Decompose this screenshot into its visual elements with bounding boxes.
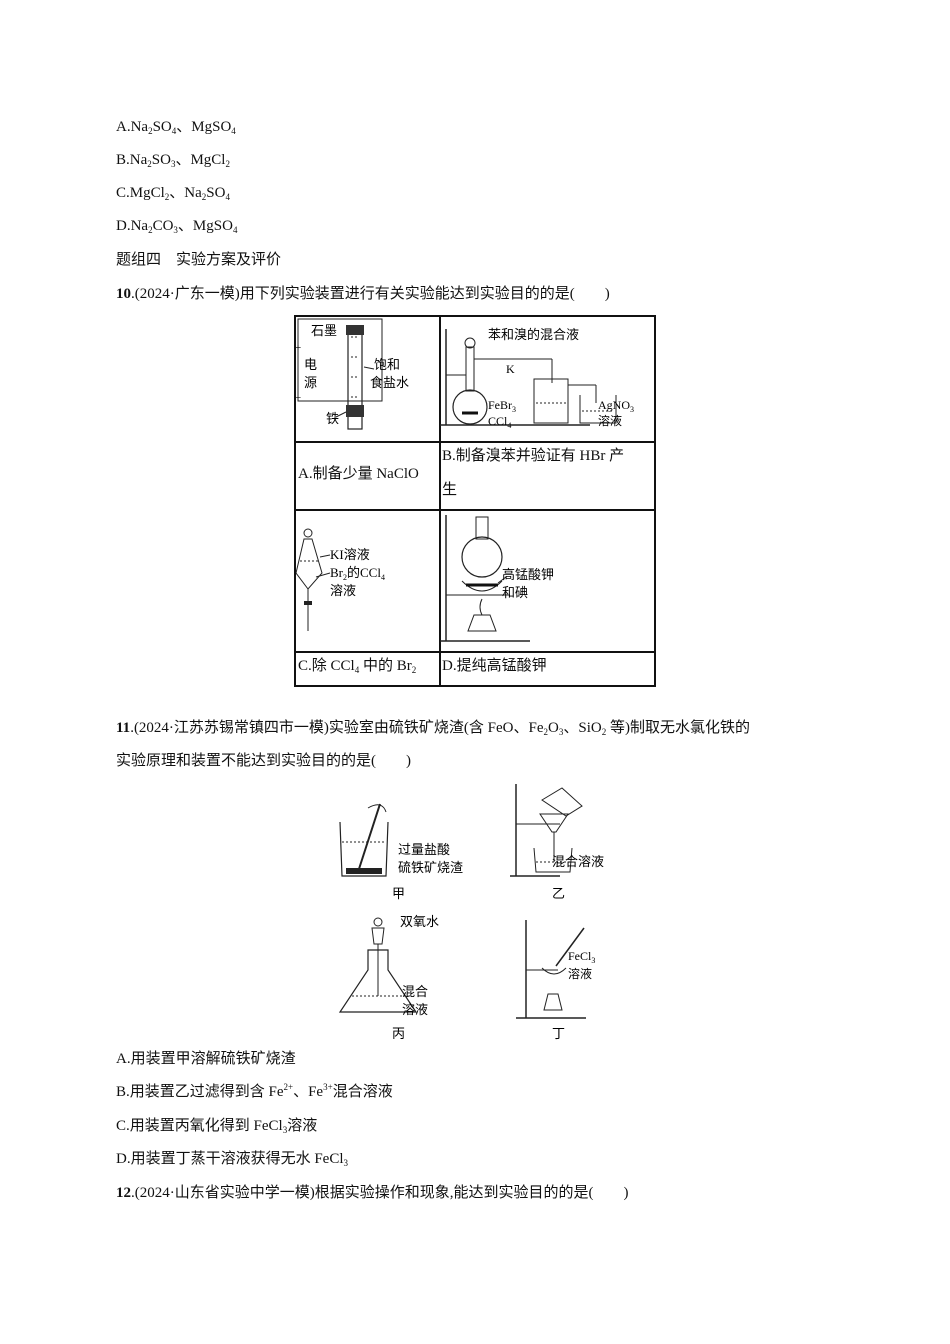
svg-text:混合溶液: 混合溶液 (552, 854, 604, 869)
iron-label: 铁 (326, 411, 339, 426)
q10-caption-b-line1: B.制备溴苯并验证有 HBr 产 (442, 448, 625, 464)
q11-stem-line1: 11.(2024·江苏苏锡常镇四市一模)实验室由硫铁矿烧渣(含 FeO、Fe2O… (116, 720, 750, 737)
q11-option-b: B.用装置乙过滤得到含 Fe2+、Fe3+混合溶液 (116, 1082, 393, 1101)
q9-option-b: B.Na2SO3、MgCl2 (116, 152, 230, 169)
graphite-label: 石墨 (311, 323, 337, 338)
label-jia: 甲 (392, 886, 405, 901)
q11-option-c: C.用装置丙氧化得到 FeCl3溶液 (116, 1118, 318, 1135)
section-title: 题组四 实验方案及评价 (116, 252, 282, 268)
svg-text:溶液: 溶液 (598, 413, 622, 428)
q10-apparatus-table: 石墨 电 源 饱和 食盐水 铁 + − 苯和溴的混合液 K FeBr3 CCl4… (294, 315, 656, 687)
separatory-funnel-figure: KI溶液 Br2的CCl4 溶液 (296, 528, 385, 631)
power-label-1: 电 (304, 357, 317, 372)
q10-caption-c: C.除 CCl4 中的 Br2 (298, 658, 417, 675)
brine-label-1: 饱和 (374, 357, 400, 372)
svg-text:FeCl3: FeCl3 (568, 949, 595, 965)
q11-apparatus-figure: 过量盐酸 硫铁矿烧渣 甲 混合溶液 乙 双氧水 混合 溶液 丙 FeCl3 溶液… (338, 784, 604, 1041)
q11-option-d: D.用装置丁蒸干溶液获得无水 FeCl3 (116, 1151, 349, 1168)
svg-text:KI溶液: KI溶液 (330, 547, 370, 562)
svg-text:双氧水: 双氧水 (400, 914, 439, 929)
q11-option-a: A.用装置甲溶解硫铁矿烧渣 (116, 1051, 296, 1067)
q9-option-c: C.MgCl2、Na2SO4 (116, 185, 230, 202)
sublimation-apparatus-figure: 高锰酸钾 和碘 (440, 515, 554, 642)
svg-text:Br2的CCl4: Br2的CCl4 (330, 565, 385, 582)
q9-option-d: D.Na2CO3、MgSO4 (116, 218, 238, 235)
q11-stem-line2: 实验原理和装置不能达到实验目的的是( ) (116, 753, 411, 769)
electrolysis-apparatus-figure: 石墨 电 源 饱和 食盐水 铁 + − (296, 318, 409, 430)
svg-text:过量盐酸: 过量盐酸 (398, 842, 450, 857)
q10-caption-b-line2: 生 (442, 482, 458, 498)
svg-text:混合: 混合 (402, 984, 428, 999)
q10-caption-a: A.制备少量 NaClO (298, 466, 419, 482)
bromobenzene-apparatus-figure: 苯和溴的混合液 K FeBr3 CCl4 AgNO3 溶液 (440, 327, 634, 430)
q10-stem: 10.(2024·广东一模)用下列实验装置进行有关实验能达到实验目的的是( ) (116, 286, 610, 302)
q10-caption-d: D.提纯高锰酸钾 (442, 658, 547, 674)
brine-label-2: 食盐水 (370, 375, 409, 390)
svg-text:+: + (296, 342, 301, 354)
svg-text:溶液: 溶液 (568, 966, 592, 981)
svg-text:苯和溴的混合液: 苯和溴的混合液 (488, 327, 579, 342)
svg-text:溶液: 溶液 (330, 583, 356, 598)
svg-text:CCl4: CCl4 (488, 414, 511, 430)
power-label-2: 源 (304, 375, 317, 390)
svg-text:−: − (296, 392, 301, 404)
label-bing: 丙 (392, 1026, 405, 1041)
svg-text:和碘: 和碘 (502, 585, 528, 600)
svg-text:硫铁矿烧渣: 硫铁矿烧渣 (398, 860, 463, 875)
svg-text:高锰酸钾: 高锰酸钾 (502, 567, 554, 582)
q9-option-a: A.Na2SO4、MgSO4 (116, 119, 236, 136)
label-yi: 乙 (552, 886, 565, 901)
svg-text:K: K (506, 362, 515, 376)
label-ding: 丁 (552, 1026, 565, 1041)
q12-stem: 12.(2024·山东省实验中学一模)根据实验操作和现象,能达到实验目的的是( … (116, 1185, 629, 1201)
svg-text:溶液: 溶液 (402, 1002, 428, 1017)
svg-text:FeBr3: FeBr3 (488, 398, 516, 414)
svg-text:AgNO3: AgNO3 (598, 398, 634, 414)
